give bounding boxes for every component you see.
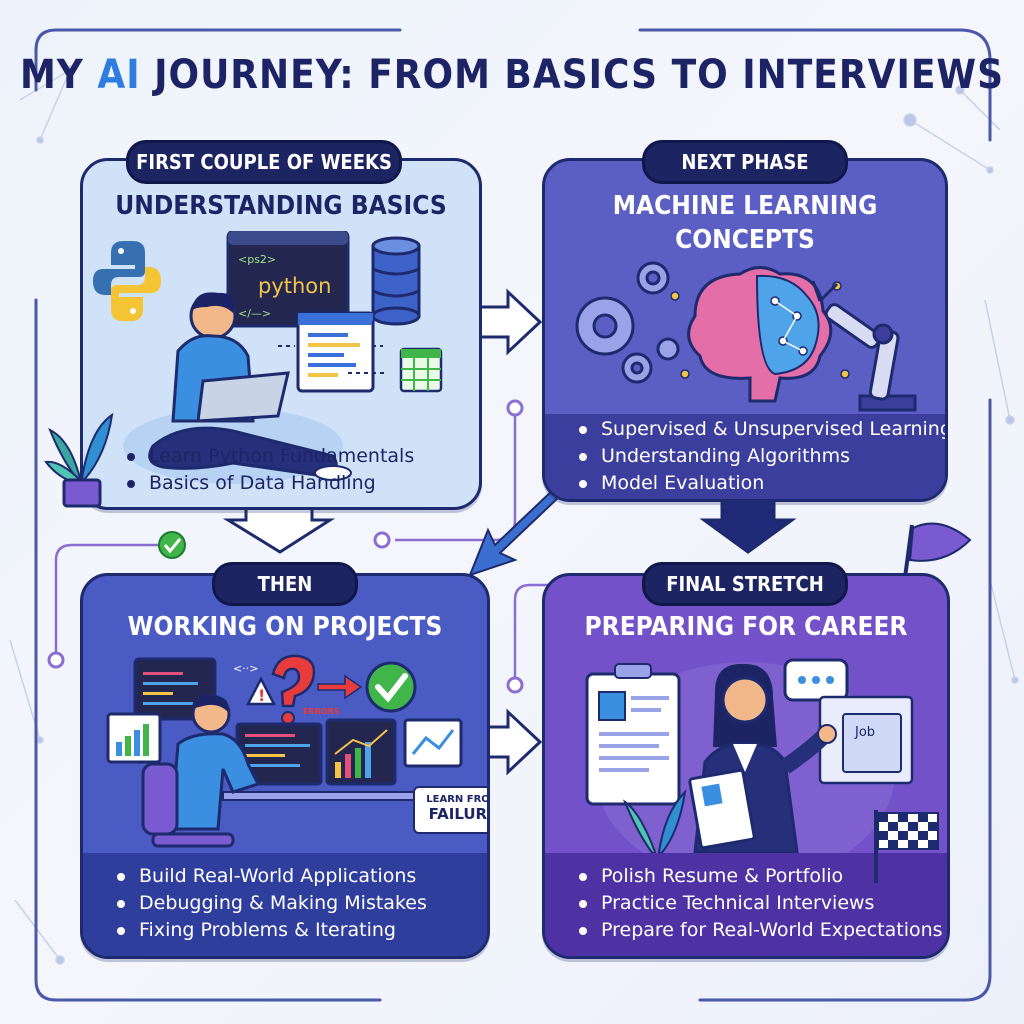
stage-tag: NEXT PHASE <box>642 140 848 184</box>
stage-title: MACHINE LEARNING CONCEPTS <box>612 191 878 255</box>
stage-card-projects: WORKING ON PROJECTS <··> ! ERRORS <box>80 573 490 959</box>
bullet-item: Basics of Data Handling <box>127 470 479 497</box>
code-window-icon: <ps2> python </—> <box>226 231 350 328</box>
stage-card-ml-concepts: MACHINE LEARNING CONCEPTS <box>542 158 948 502</box>
bullet-item: Debugging & Making Mistakes <box>117 890 487 917</box>
stage-bullets: Polish Resume & Portfolio Practice Techn… <box>545 853 947 956</box>
svg-text:Job: Job <box>854 725 875 740</box>
page-title: MY AI JOURNEY: FROM BASICS TO INTERVIEWS <box>19 52 1005 98</box>
bullet-item: Understanding Algorithms <box>579 443 945 470</box>
flow-arrow-diagonal <box>468 486 562 577</box>
check-badge-icon <box>158 531 186 559</box>
monitor-icon <box>235 718 397 786</box>
ml-illustration <box>575 261 917 412</box>
python-logo-icon <box>93 241 161 321</box>
bullet-item: Build Real-World Applications <box>117 863 487 890</box>
checkered-flag-icon <box>874 810 939 883</box>
brain-network-icon <box>670 266 850 403</box>
svg-text:<··>: <··> <box>233 662 258 675</box>
clipboard-resume-icon <box>585 663 681 806</box>
svg-text:</—>: </—> <box>238 307 271 320</box>
bullet-item: Prepare for Real-World Expectations <box>579 917 947 944</box>
svg-text:python: python <box>258 274 331 298</box>
flow-arrow-right-top <box>476 288 543 356</box>
check-circle-icon <box>365 661 417 713</box>
career-illustration: Job <box>585 658 914 857</box>
svg-text:ERRORS: ERRORS <box>303 707 340 716</box>
bullet-item: Supervised & Unsupervised Learning <box>579 416 945 443</box>
projects-illustration: <··> ! ERRORS <box>106 654 463 848</box>
warning-icon: ! <box>245 676 277 706</box>
stage-title: WORKING ON PROJECTS <box>127 612 443 642</box>
bar-chart-icon <box>106 712 162 764</box>
flow-arrow-right-bottom <box>482 708 543 776</box>
bullet-item: Fixing Problems & Iterating <box>117 917 487 944</box>
flow-arrow-down-right <box>699 495 797 554</box>
bullet-item: Polish Resume & Portfolio <box>579 863 947 890</box>
plant-icon <box>622 789 687 856</box>
question-mark-icon <box>271 654 316 725</box>
svg-text:!: ! <box>258 686 265 705</box>
flow-arrow-down-left <box>222 503 336 554</box>
svg-text:<ps2>: <ps2> <box>238 253 276 266</box>
laptop-icon <box>196 371 290 423</box>
gear-icon <box>575 261 680 384</box>
stage-tag: FIRST COUPLE OF WEEKS <box>126 140 402 184</box>
spreadsheet-window-icon <box>296 311 375 393</box>
stage-bullets: Build Real-World Applications Debugging … <box>83 853 487 956</box>
person-desk-icon <box>169 694 261 831</box>
robot-arm-icon <box>811 280 917 412</box>
speech-bubble-failure: LEARN FROM FAILURE <box>413 786 487 834</box>
bullet-item: Learn Python Fundamentals <box>127 443 479 470</box>
job-document-icon: Job <box>818 695 914 785</box>
stage-title: PREPARING FOR CAREER <box>584 612 908 642</box>
bullet-item: Model Evaluation <box>579 470 945 497</box>
stage-title: UNDERSTANDING BASICS <box>115 191 447 221</box>
stage-tag: FINAL STRETCH <box>642 562 848 606</box>
person-laptop-icon <box>123 292 352 484</box>
bullet-item: Practice Technical Interviews <box>579 890 947 917</box>
stage-bullets: Learn Python Fundamentals Basics of Data… <box>83 437 479 497</box>
stage-card-career: PREPARING FOR CAREER Job <box>542 573 950 959</box>
woman-presenter-icon <box>688 663 837 854</box>
plant-icon <box>44 412 114 508</box>
chat-bubble-icon <box>783 658 849 702</box>
stage-bullets: Supervised & Unsupervised Learning Under… <box>545 414 945 499</box>
spreadsheet-icon <box>399 347 443 393</box>
office-chair-icon <box>141 762 235 848</box>
stage-card-basics: UNDERSTANDING BASICS <ps2> python </—> <box>80 158 482 510</box>
basics-illustration: <ps2> python </—> <box>93 231 443 484</box>
stage-tag: THEN <box>212 562 358 606</box>
database-icon <box>371 236 421 326</box>
line-chart-icon <box>403 718 463 768</box>
